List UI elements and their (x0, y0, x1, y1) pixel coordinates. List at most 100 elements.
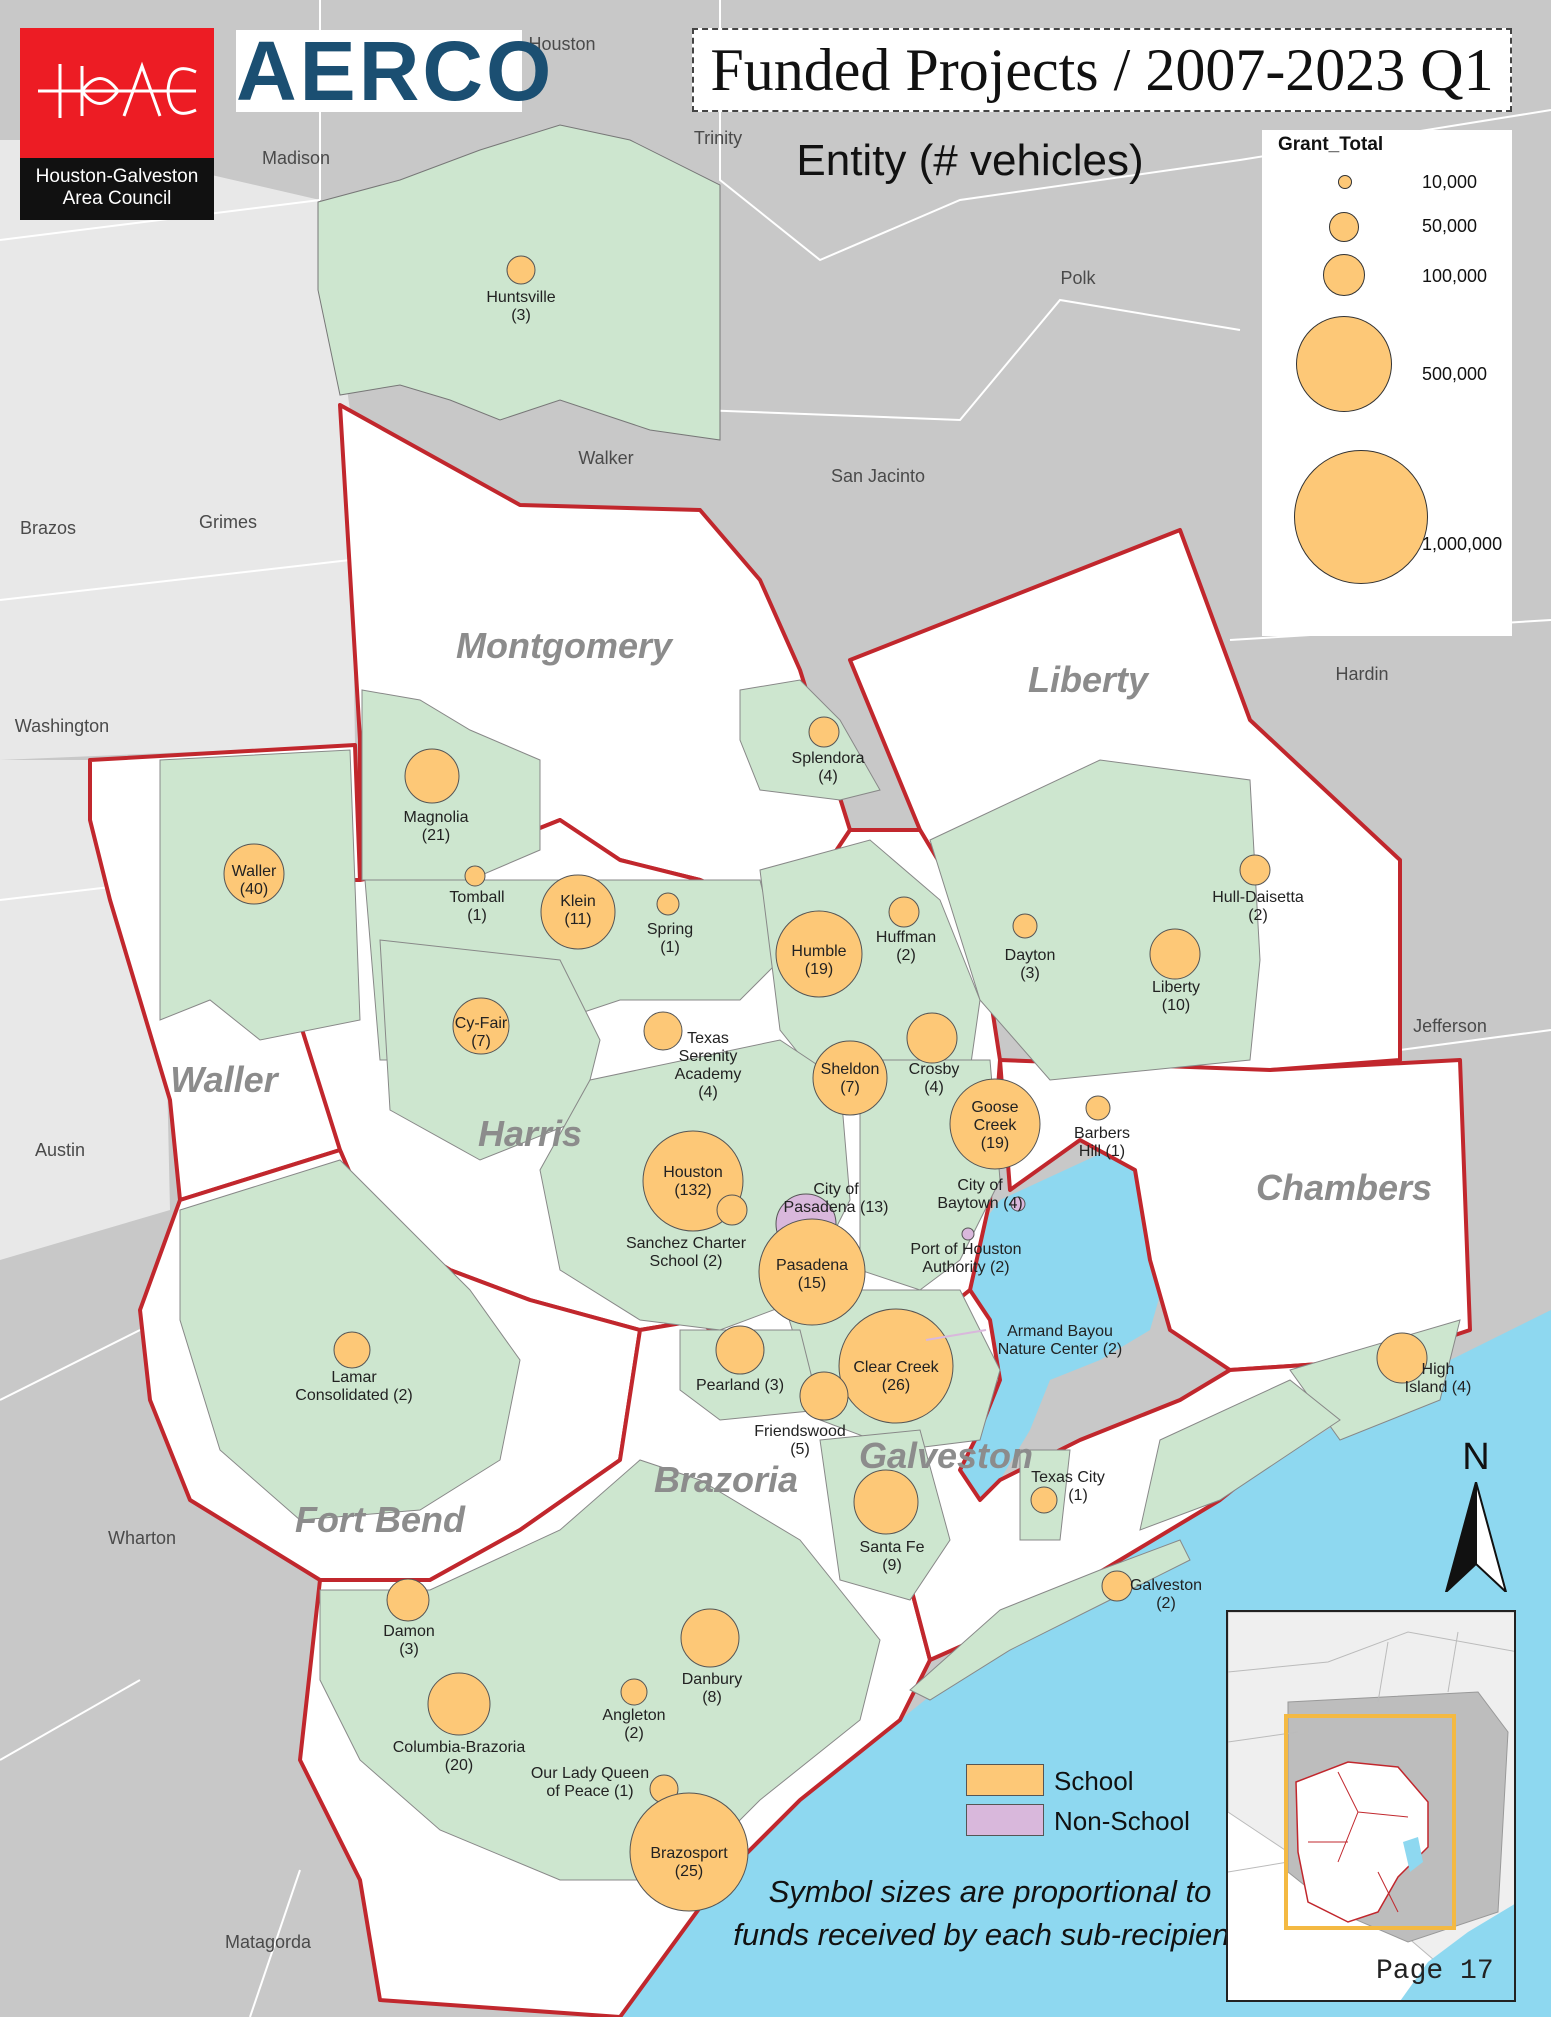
legend-circle-10000 (1338, 175, 1352, 189)
legend-item-non-school: Non-School (966, 1804, 1206, 1838)
district-brazoria (319, 1459, 881, 1881)
grant-size-legend: Grant_Total 10,000 50,000 100,000 500,00… (1262, 130, 1512, 636)
label-humble: Humble(19) (791, 943, 846, 978)
outside-area-light (0, 140, 355, 760)
legend-label-school: School (1054, 1766, 1134, 1796)
bubble-city-of-baytown (1010, 1196, 1026, 1212)
county-label-chambers: Chambers (1256, 1167, 1432, 1208)
bubble-lamar-consolidated (333, 1331, 371, 1369)
legend-label-10000: 10,000 (1422, 172, 1478, 192)
neighbor-label-trinity: Trinity (694, 128, 742, 148)
legend-item-school: School (966, 1764, 1206, 1798)
bubble-angleton (620, 1678, 648, 1706)
label-waller: Waller(40) (232, 863, 277, 898)
county-label-fort-bend: Fort Bend (295, 1499, 466, 1540)
label-hull-daisetta: Hull-Daisetta(2) (1212, 889, 1304, 924)
label-houston: Houston(132) (663, 1164, 723, 1199)
locator-inset-graphic (1228, 1612, 1514, 2000)
neighbor-label-wharton: Wharton (108, 1528, 176, 1548)
north-arrow-icon (1444, 1482, 1508, 1592)
county-label-harris: Harris (478, 1113, 582, 1154)
county-label-waller: Waller (170, 1059, 279, 1100)
bubble-spring (656, 892, 680, 916)
county-label-liberty: Liberty (1028, 659, 1150, 700)
neighbor-label-san-jacinto: San Jacinto (831, 466, 925, 486)
neighbor-label-jefferson: Jefferson (1413, 1016, 1487, 1036)
label-galveston: Galveston(2) (1130, 1577, 1202, 1612)
neighbor-label-grimes: Grimes (199, 512, 257, 532)
neighbor-label-hardin: Hardin (1335, 664, 1388, 684)
region-county-labels: Montgomery Liberty Waller Harris Chamber… (170, 625, 1432, 1540)
label-dayton: Dayton(3) (1005, 947, 1056, 982)
legend-circle-1000000 (1294, 450, 1428, 584)
bubble-galveston (1101, 1570, 1133, 1602)
label-tomball: Tomball(1) (449, 889, 504, 924)
neighbor-label-washington: Washington (15, 716, 109, 736)
legend-label-50000: 50,000 (1422, 216, 1478, 236)
bubble-clear-creek (838, 1308, 954, 1424)
bubble-hull-daisetta (1239, 854, 1271, 886)
neighbor-label-matagorda: Matagorda (225, 1932, 312, 1952)
legend-label-500000: 500,000 (1422, 364, 1488, 384)
bubble-magnolia (404, 748, 460, 804)
bubble-brazosport (629, 1792, 749, 1912)
label-friendswood: Friendswood(5) (754, 1423, 846, 1458)
galveston-bay (960, 1140, 1175, 1500)
label-brazosport: Brazosport(25) (650, 1845, 728, 1880)
label-santa-fe: Santa Fe(9) (860, 1539, 925, 1574)
label-clear-creek: Clear Creek(26) (853, 1359, 939, 1394)
legend-circle-100000 (1323, 254, 1365, 296)
bubble-sheldon (812, 1040, 888, 1116)
hgac-logo-caption: Houston-Galveston Area Council (20, 158, 214, 220)
label-magnolia: Magnolia(21) (404, 809, 469, 844)
leader-armand-bayou (925, 1329, 987, 1341)
north-arrow: N (1436, 1436, 1516, 1592)
bubble-sanchez-charter-school (716, 1194, 748, 1226)
bubble-friendswood (799, 1371, 849, 1421)
bubble-cy-fair (452, 997, 510, 1055)
bubble-tomball (464, 865, 486, 887)
neighbor-label-houston: Houston (528, 34, 595, 54)
aerco-logo: AERCO (236, 24, 555, 118)
neighbor-label-polk: Polk (1060, 268, 1096, 288)
bubble-dayton (1012, 913, 1038, 939)
label-pasadena: Pasadena(15) (776, 1257, 848, 1292)
bubble-liberty (1149, 928, 1201, 980)
bubble-barbers-hill (1085, 1095, 1111, 1121)
bubble-santa-fe (853, 1469, 919, 1535)
symbol-size-note: Symbol sizes are proportional to funds r… (733, 1874, 1247, 1952)
label-danbury: Danbury(8) (682, 1671, 742, 1706)
bubble-humble (775, 910, 863, 998)
map-title: Funded Projects / 2007-2023 Q1 (692, 28, 1512, 112)
legend-label-100000: 100,000 (1422, 266, 1488, 286)
map-subtitle: Entity (# vehicles) (796, 136, 1144, 185)
bubble-columbia-brazoria (427, 1672, 491, 1736)
page-number: Page 17 (1376, 1956, 1494, 1987)
bubble-klein (540, 874, 616, 950)
bubble-crosby (906, 1012, 958, 1064)
legend-swatch-school (966, 1764, 1044, 1796)
bubble-waller (223, 843, 285, 905)
label-klein: Klein(11) (560, 893, 596, 928)
bubble-pearland (715, 1325, 765, 1375)
chambers-county (998, 1058, 1472, 1372)
neighbor-label-madison: Madison (262, 148, 330, 168)
legend-label-1000000: 1,000,000 (1422, 534, 1503, 554)
label-damon: Damon(3) (383, 1623, 435, 1658)
bubble-pasadena (758, 1218, 866, 1326)
district-splendora (739, 679, 881, 801)
neighbor-label-brazos: Brazos (20, 518, 76, 538)
label-texas-city: Texas City(1) (1031, 1469, 1105, 1504)
bubble-high-island (1376, 1332, 1428, 1384)
label-splendora: Splendora(4) (792, 750, 865, 785)
label-liberty: Liberty(10) (1152, 979, 1200, 1014)
district-liberty-south (929, 759, 1261, 1081)
neighbor-label-austin: Austin (35, 1140, 85, 1160)
